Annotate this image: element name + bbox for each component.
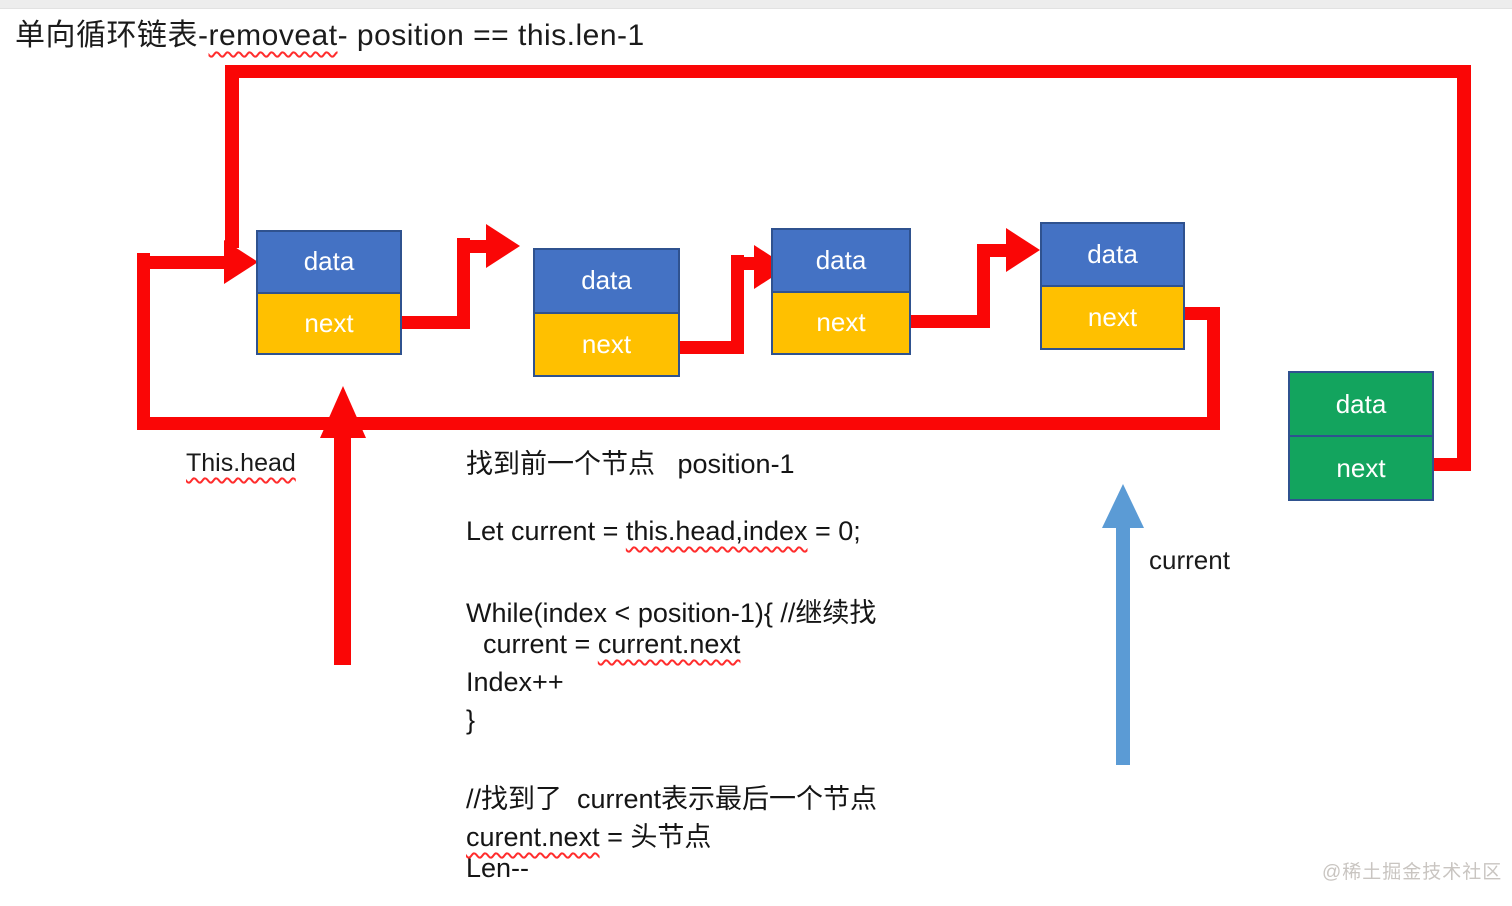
node-data-label: data [1335, 388, 1387, 419]
node-data-label: data [581, 265, 632, 296]
node-next-label: next [581, 328, 632, 359]
title-text-post: - position == this.len-1 [337, 19, 645, 52]
new-link-line-right [1457, 65, 1471, 471]
node-3-next-cell: next [773, 290, 909, 353]
head-pointer-label: This.head [186, 449, 296, 477]
link-3-4-rise [977, 244, 990, 328]
code-assign-wavy: current.next [597, 629, 741, 659]
code-line-while: While(index < position-1){ //继续找 [466, 598, 877, 628]
arrowhead-3-4-icon [1006, 228, 1040, 272]
node-new-data-cell: data [1290, 373, 1432, 435]
code-line-found-comment: //找到了 current表示最后一个节点 [466, 784, 878, 814]
node-4-next-cell: next [1042, 285, 1183, 348]
current-pointer-shaft [1116, 524, 1130, 765]
top-edge-strip [0, 0, 1512, 9]
node-data-label: data [1087, 239, 1138, 269]
node-2: data next [533, 248, 680, 377]
node-3-data-cell: data [773, 230, 909, 291]
link-1-2-rise [457, 238, 470, 329]
node-1: data next [256, 230, 402, 355]
new-link-line-left-drop [225, 65, 239, 248]
node-1-data-cell: data [258, 232, 400, 292]
old-link-line-node4-stub [1185, 307, 1211, 320]
node-1-next-cell: next [258, 291, 400, 353]
link-2-3-run [731, 257, 755, 270]
arrowhead-1-2-icon [486, 224, 520, 268]
link-2-3-stub [678, 341, 738, 354]
node-2-next-cell: next [535, 311, 678, 375]
node-next-label: next [1336, 452, 1386, 483]
node-2-data-cell: data [535, 250, 678, 312]
new-link-line-top [225, 65, 1471, 78]
code-let-pre: Let current = [466, 516, 626, 546]
node-data-label: data [303, 246, 355, 277]
node-next-label: next [1087, 302, 1138, 332]
node-3: data next [771, 228, 911, 355]
current-pointer-arrowhead-icon [1102, 484, 1144, 528]
old-link-line-left-rise [137, 253, 150, 430]
title-text-pre: 单向循环链表- [15, 19, 209, 52]
node-next-label: next [304, 307, 354, 338]
head-pointer-arrowhead-icon [320, 386, 366, 438]
code-line-assign: current = current.next [483, 629, 740, 660]
code-set-next-post: = 头节点 [599, 822, 712, 852]
code-line-set-next: curent.next = 头节点 [466, 815, 711, 854]
link-1-2-run [457, 240, 487, 253]
link-3-4-run [977, 244, 1007, 257]
arrowhead-into-head-icon [224, 240, 258, 284]
code-line-find-prev: 找到前一个节点 position-1 [466, 449, 795, 479]
code-let-wavy: this.head,index [625, 516, 808, 546]
old-link-line-right-drop [1207, 307, 1220, 430]
node-new-next-cell: next [1290, 435, 1432, 499]
code-set-next-wavy: curent.next [466, 822, 600, 852]
node-data-label: data [815, 244, 867, 275]
code-line-decrement: Len-- [466, 853, 530, 883]
link-2-3-rise [731, 255, 744, 354]
title-text-misspelled: removeat [208, 19, 338, 52]
diagram-title: 单向循环链表-removeat- position == this.len-1 [15, 10, 645, 54]
link-1-2-stub [400, 316, 460, 329]
old-link-line-bottom [137, 417, 1220, 430]
code-line-close-brace: } [466, 705, 476, 735]
watermark-text: @稀土掘金技术社区 [1322, 862, 1503, 883]
node-4-data-cell: data [1042, 224, 1183, 285]
new-link-line-green-stub [1434, 458, 1464, 471]
old-link-line-into-head [144, 256, 224, 269]
node-new: data next [1288, 371, 1434, 501]
code-let-post: = 0; [807, 516, 861, 546]
code-line-let: Let current = this.head,index = 0; [466, 516, 861, 547]
code-assign-pre: current = [483, 629, 598, 659]
code-line-increment: Index++ [466, 667, 564, 697]
node-next-label: next [816, 307, 866, 338]
head-pointer-shaft [334, 432, 351, 665]
current-pointer-label: current [1149, 545, 1230, 575]
node-4: data next [1040, 222, 1185, 350]
link-3-4-stub [905, 315, 985, 328]
